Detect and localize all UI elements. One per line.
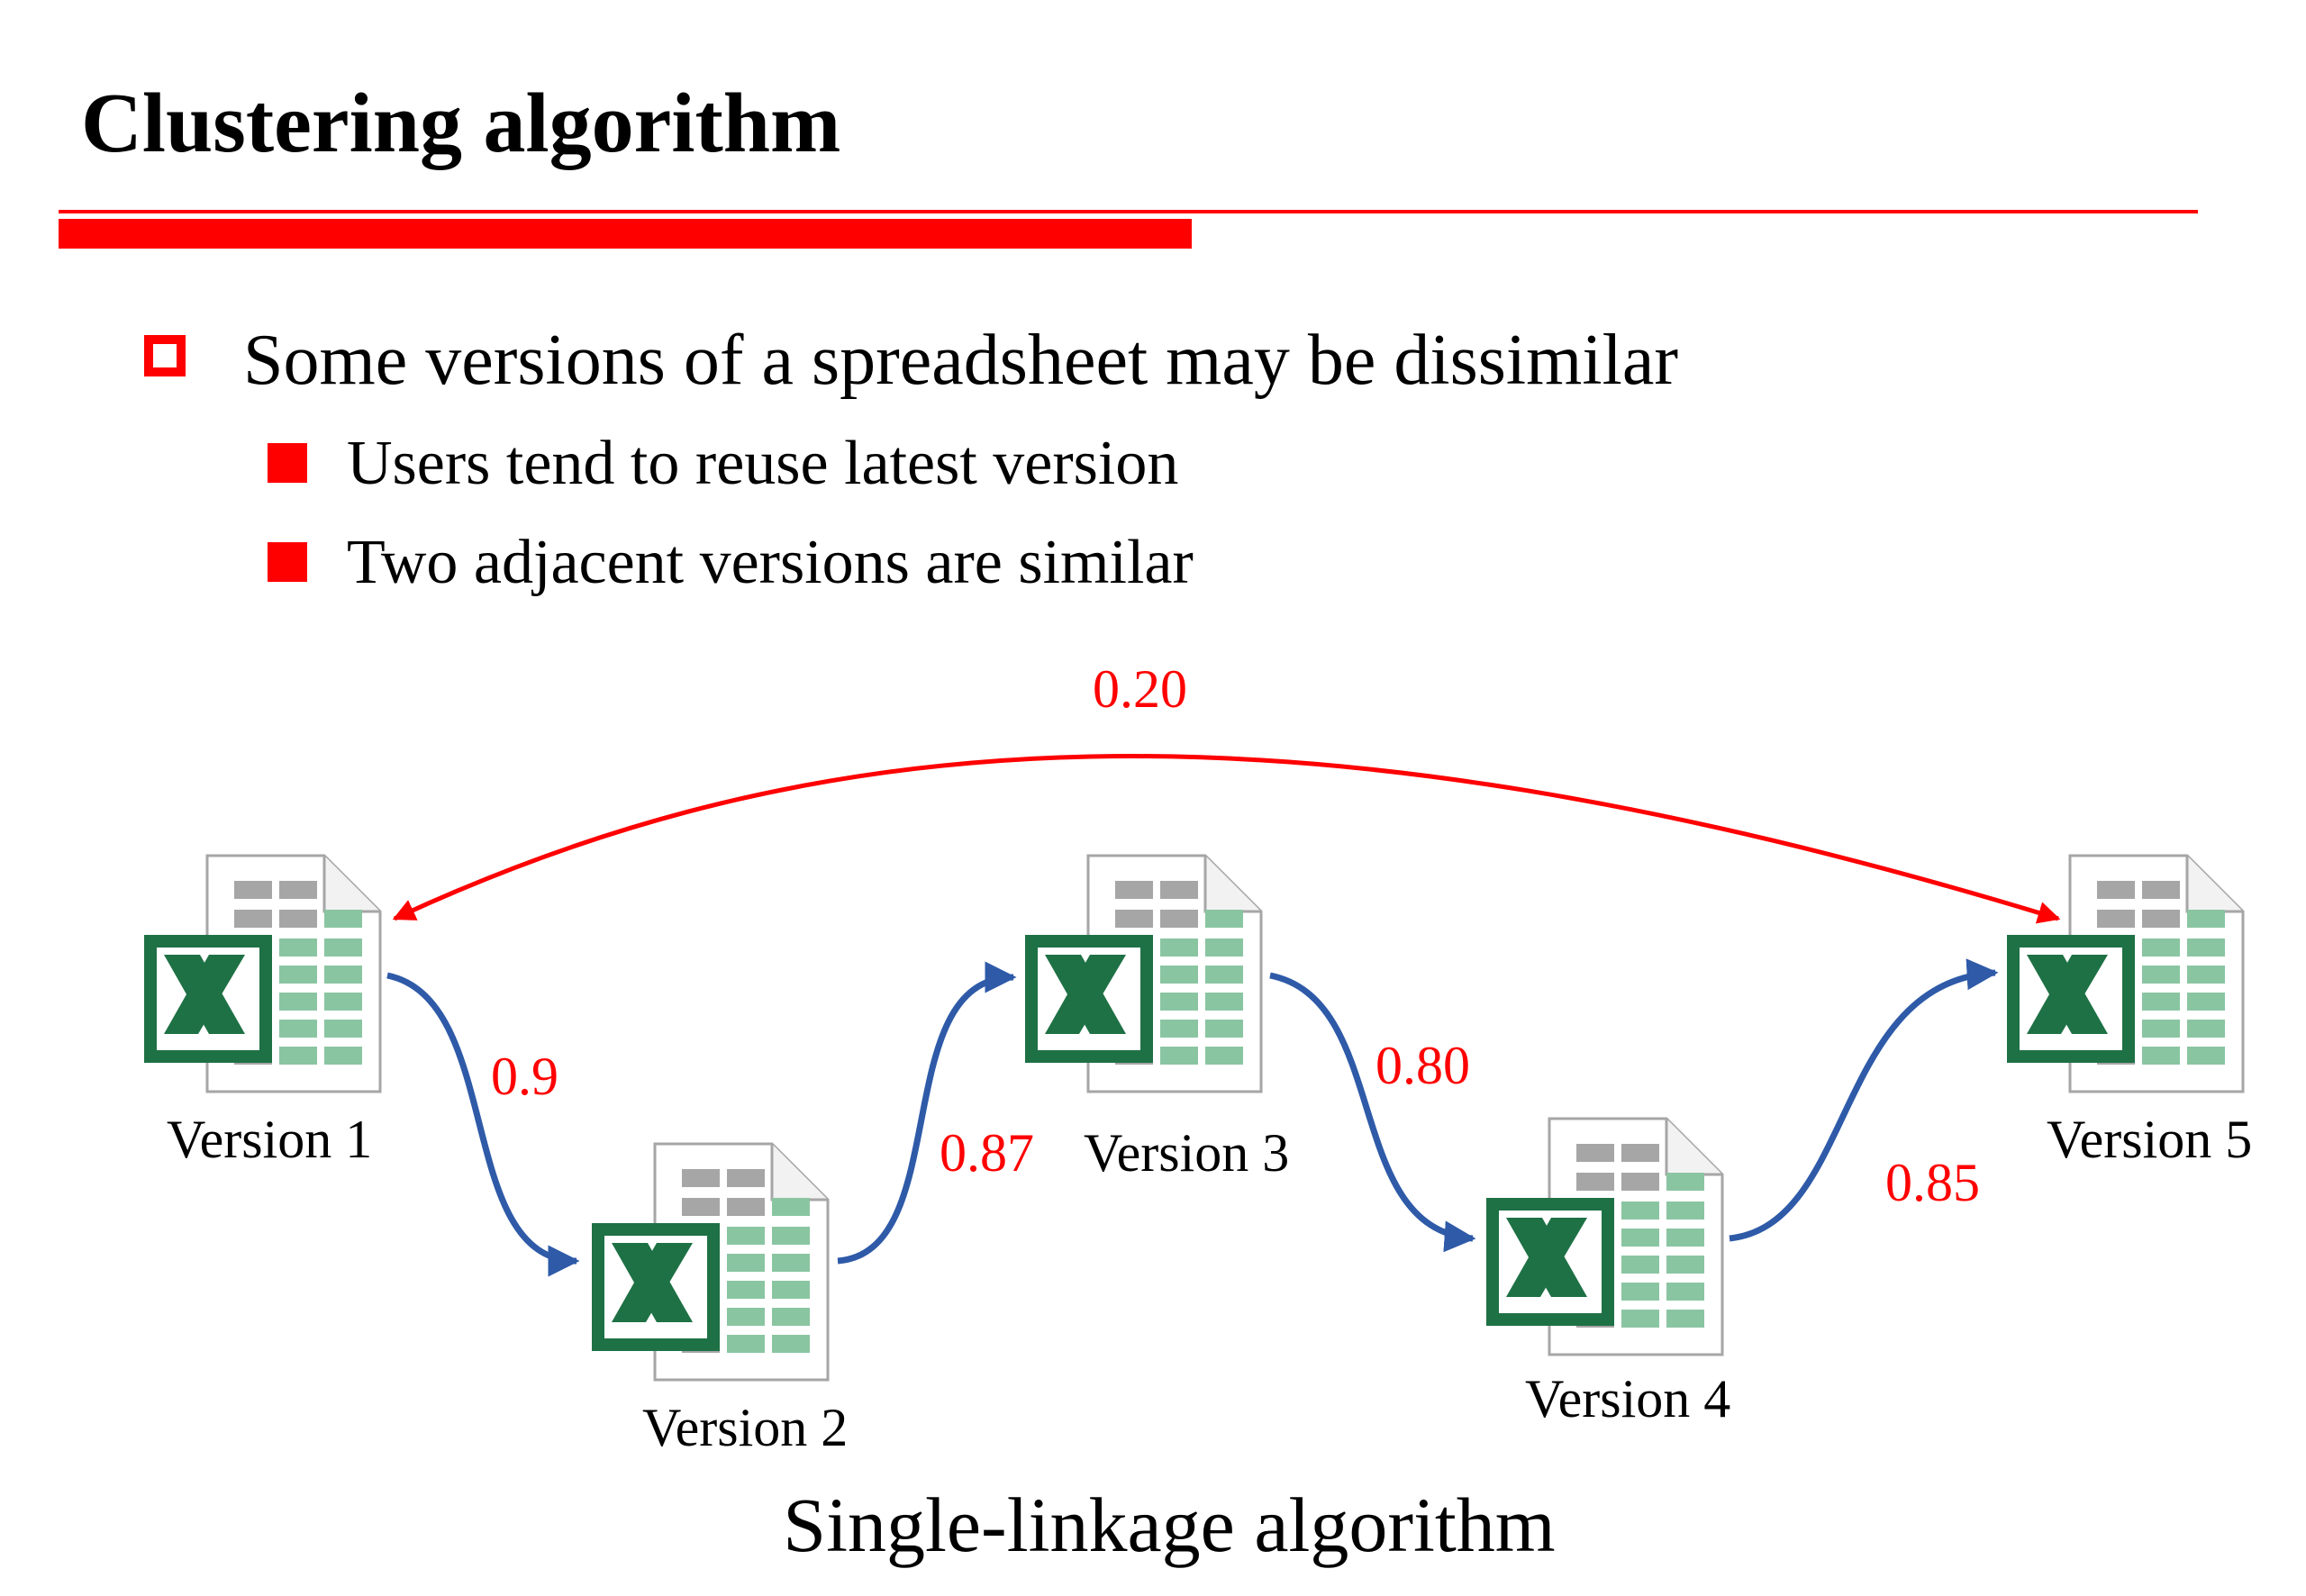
bullet-level2-adjacent: Two adjacent versions are similar	[347, 528, 1194, 597]
node-label-v5: Version 5	[2047, 1110, 2252, 1169]
diagram-caption: Single-linkage algorithm	[783, 1482, 1555, 1568]
node-label-v3: Version 3	[1084, 1123, 1289, 1183]
title-underline-thick	[59, 219, 1192, 249]
edge-v3-v4-arrow	[1269, 972, 1476, 1253]
edge-v4-v5-arrow	[1729, 958, 1999, 1242]
edge-weight-v1-v5: 0.20	[1093, 659, 1187, 719]
version-1-excel-icon	[142, 854, 382, 1093]
edge-weight-v4-v5: 0.85	[1885, 1153, 1980, 1212]
edge-weight-v2-v3: 0.87	[940, 1123, 1034, 1183]
version-4-excel-icon	[1484, 1117, 1724, 1356]
bullet-level1: Some versions of a spreadsheet may be di…	[243, 321, 1678, 400]
version-3-excel-icon	[1023, 854, 1263, 1093]
version-2-excel-icon	[590, 1142, 830, 1382]
node-label-v4: Version 4	[1525, 1369, 1730, 1428]
bullet-level2-reuse: Users tend to reuse latest version	[347, 429, 1179, 498]
slide-title: Clustering algorithm	[81, 77, 841, 170]
edge-v1-v2-arrow	[386, 972, 580, 1277]
bullet-filled-square-icon	[268, 443, 307, 483]
edge-weight-v1-v2: 0.9	[491, 1047, 558, 1106]
bullet-filled-square-icon	[268, 542, 307, 582]
edge-v2-v3-arrow	[837, 961, 1017, 1265]
node-label-v1: Version 1	[167, 1110, 372, 1169]
bullet-hollow-square-icon	[144, 335, 186, 376]
edge-weight-v3-v4: 0.80	[1375, 1036, 1470, 1095]
node-label-v2: Version 2	[642, 1398, 848, 1457]
title-underline-thin	[59, 210, 2198, 213]
edge-v1-v5-arrow	[392, 754, 2061, 924]
version-5-excel-icon	[2005, 854, 2245, 1093]
